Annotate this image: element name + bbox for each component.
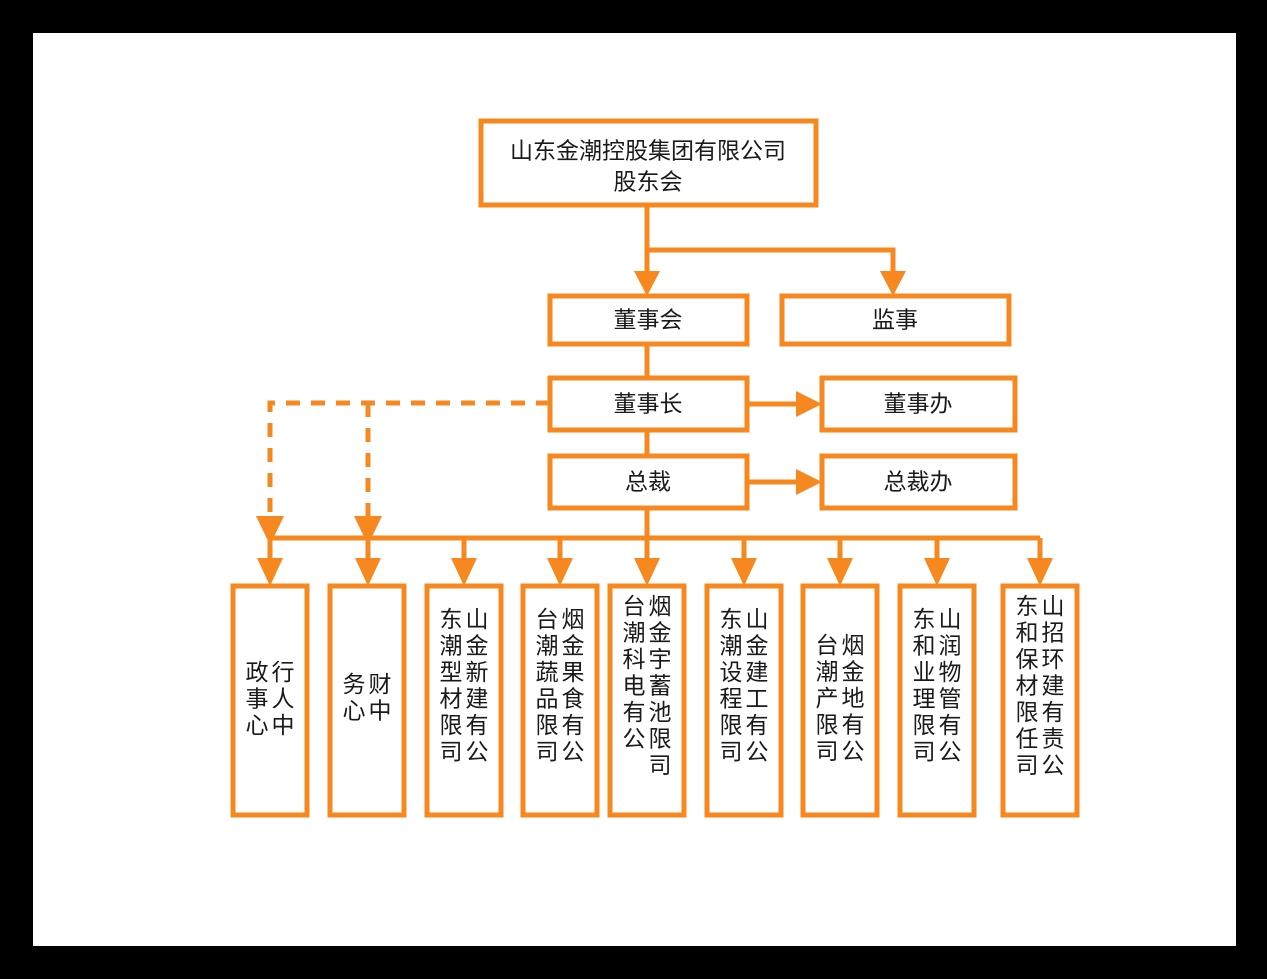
- node-admin-hr-box[interactable]: [230, 583, 310, 818]
- node-realestate[interactable]: 烟金地有公 台潮产限司: [800, 583, 880, 818]
- node-chairman[interactable]: 董事长: [547, 375, 750, 433]
- node-property-box[interactable]: [897, 583, 977, 818]
- node-foodfruit-col-1: 台潮蔬品限司: [536, 607, 559, 766]
- node-newmaterial-col-1: 东潮型材限司: [440, 607, 463, 766]
- node-president-office-label: 总裁办: [884, 470, 953, 496]
- node-president-label: 总裁: [625, 470, 671, 496]
- node-construction-col-1: 东潮设程限司: [720, 607, 743, 766]
- node-chairman-office-box[interactable]: [819, 375, 1018, 433]
- node-realestate-col-1: 台潮产限司: [816, 633, 839, 765]
- node-supervisor-label: 监事: [872, 308, 918, 334]
- node-chairman-label: 董事长: [614, 392, 683, 418]
- node-president[interactable]: 总裁: [547, 453, 750, 511]
- node-finance-box[interactable]: [327, 583, 407, 818]
- node-shareholders-box[interactable]: [478, 118, 819, 208]
- connector-layer: [256, 205, 1053, 586]
- node-shareholders-line2: 股东会: [614, 170, 683, 196]
- node-property-col-0: 山润物管有公: [939, 607, 962, 766]
- arrow-chairman-office: [796, 391, 822, 417]
- node-newmaterial-box[interactable]: [424, 583, 504, 818]
- node-foodfruit[interactable]: 烟金果食有公 台潮蔬品限司: [520, 583, 600, 818]
- node-finance[interactable]: 财中 务心: [327, 583, 407, 818]
- node-board-box[interactable]: [547, 293, 750, 347]
- arrow-president-office: [796, 469, 822, 495]
- edge-chairman-adminhr-dashed: [267, 400, 550, 520]
- subsidiary-drops: [257, 538, 1053, 586]
- node-supervisor-box[interactable]: [779, 293, 1012, 347]
- node-property[interactable]: 山润物管有公 东和业理限司: [897, 583, 977, 818]
- node-envmaterial-box[interactable]: [1000, 583, 1080, 818]
- node-president-office[interactable]: 总裁办: [819, 453, 1018, 511]
- node-construction-col-0: 山金建工有公: [746, 607, 769, 766]
- node-battery-col-1: 台潮科电有公: [623, 594, 646, 753]
- node-finance-col-1: 务心: [343, 672, 366, 725]
- node-admin-hr[interactable]: 行人中 政事心: [230, 583, 310, 818]
- node-admin-hr-col-0: 行人中: [272, 660, 295, 739]
- arrow-dashed-adminhr: [256, 516, 284, 545]
- node-shareholders-line1: 山东金潮控股集团有限公司: [510, 139, 786, 165]
- node-battery[interactable]: 烟金宇蓄池限司 台潮科电有公: [607, 583, 687, 818]
- node-shareholders[interactable]: 山东金潮控股集团有限公司 股东会: [478, 118, 819, 208]
- node-realestate-box[interactable]: [800, 583, 880, 818]
- node-chairman-box[interactable]: [547, 375, 750, 433]
- node-newmaterial-col-0: 山金新建有公: [466, 607, 489, 766]
- node-board-label: 董事会: [614, 308, 683, 334]
- node-finance-col-0: 财中: [369, 672, 392, 725]
- node-battery-box[interactable]: [607, 583, 687, 818]
- node-foodfruit-box[interactable]: [520, 583, 600, 818]
- node-battery-col-0: 烟金宇蓄池限司: [649, 594, 672, 779]
- node-chairman-office[interactable]: 董事办: [819, 375, 1018, 433]
- node-president-office-box[interactable]: [819, 453, 1018, 511]
- node-envmaterial-col-1: 东和保材限任司: [1016, 594, 1039, 779]
- node-chairman-office-label: 董事办: [884, 392, 953, 418]
- node-construction-box[interactable]: [704, 583, 784, 818]
- node-envmaterial-col-0: 山招环建有责公: [1042, 594, 1065, 779]
- arrow-supervisor: [880, 271, 906, 296]
- edge-shareholders-supervisor: [647, 247, 896, 277]
- node-realestate-col-0: 烟金地有公: [842, 633, 865, 765]
- node-newmaterial[interactable]: 山金新建有公 东潮型材限司: [424, 583, 504, 818]
- arrow-dashed-finance: [354, 516, 382, 545]
- arrow-board: [634, 271, 660, 296]
- node-admin-hr-col-1: 政事心: [246, 660, 269, 739]
- node-board[interactable]: 董事会: [547, 293, 750, 347]
- node-president-box[interactable]: [547, 453, 750, 511]
- node-envmaterial[interactable]: 山招环建有责公 东和保材限任司: [1000, 583, 1080, 818]
- subsidiary-row: 行人中 政事心 财中 务心 山金新建有公 东潮型材限司 烟金果食有公 台潮蔬品限…: [230, 583, 1080, 818]
- node-foodfruit-col-0: 烟金果食有公: [562, 607, 585, 766]
- node-property-col-1: 东和业理限司: [913, 607, 936, 766]
- node-supervisor[interactable]: 监事: [779, 293, 1012, 347]
- node-construction[interactable]: 山金建工有公 东潮设程限司: [704, 583, 784, 818]
